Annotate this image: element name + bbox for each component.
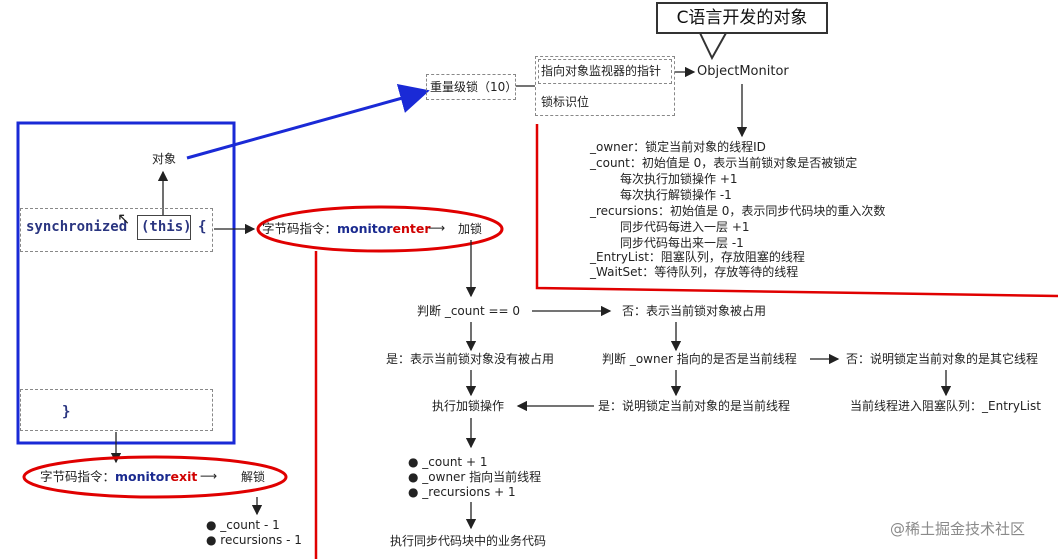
enter-instruction: 字节码指令：monitorenter (262, 222, 431, 236)
field-count-minus: 每次执行解锁操作 -1 (620, 188, 732, 202)
object-label: 对象 (152, 152, 177, 166)
exit-arrow: ⟶ (200, 469, 218, 483)
enter-arrow: ⟶ (428, 221, 446, 235)
object-frame (16, 121, 236, 445)
this-box (137, 215, 191, 240)
pointer-box (538, 59, 672, 84)
enter-action: 加锁 (458, 222, 483, 236)
heavy-lock-box (426, 74, 516, 100)
watermark: @稀土掘金技术社区 (890, 520, 1026, 538)
enter-prefix: 字节码指令： (262, 221, 338, 236)
field-count-plus: 每次执行加锁操作 +1 (620, 172, 738, 186)
yes-current-thread: 是：说明锁定当前对象的是当前线程 (598, 399, 791, 413)
lock-flag-label: 锁标识位 (541, 95, 590, 109)
enter-queue: 当前线程进入阻塞队列：_EntryList (850, 399, 1041, 413)
enter-ellipse (256, 205, 504, 253)
brace-open: { (198, 219, 207, 235)
enter-keyword: enter (392, 221, 431, 236)
field-recursions-minus: 同步代码每出来一层 -1 (620, 236, 744, 250)
monitor-red-frame (535, 124, 1059, 298)
field-recursions-plus: 同步代码每进入一层 +1 (620, 220, 750, 234)
lock-step-recursions: ● _recursions + 1 (408, 485, 516, 499)
exit-instruction: 字节码指令：monitorexit (40, 470, 197, 484)
cursor-icon: ↖ (117, 209, 131, 228)
run-business-code: 执行同步代码块中的业务代码 (390, 534, 547, 548)
no-other-thread: 否：说明锁定当前对象的是其它线程 (846, 352, 1039, 366)
check-owner: 判断 _owner 指向的是否是当前线程 (602, 352, 797, 366)
exit-monitor: monitor (115, 469, 171, 484)
exit-prefix: 字节码指令： (40, 469, 116, 484)
object-monitor-label: ObjectMonitor (697, 64, 789, 79)
lock-step-count: ● _count + 1 (408, 455, 488, 469)
arrow-object-to-lock (186, 83, 430, 160)
sync-keyword: synchronized (26, 219, 128, 235)
field-entrylist: _EntryList：阻塞队列，存放阻塞的线程 (590, 250, 805, 264)
brace-close: } (62, 404, 71, 420)
sync-line-box (20, 208, 213, 252)
heavy-lock-label: 重量级锁（10） (430, 80, 518, 94)
exit-ellipse (22, 455, 288, 499)
c-object-callout: C语言开发的对象 (656, 2, 828, 34)
check-count: 判断 _count == 0 (417, 304, 521, 318)
enter-monitor: monitor (337, 221, 393, 236)
callout-tail (699, 32, 727, 61)
exit-action: 解锁 (241, 470, 266, 484)
field-owner: _owner：锁定当前对象的线程ID (590, 140, 766, 154)
field-waitset: _WaitSet：等待队列，存放等待的线程 (590, 265, 799, 279)
do-lock: 执行加锁操作 (432, 399, 505, 413)
callout-title: C语言开发的对象 (676, 8, 808, 28)
mark-word-box (535, 56, 675, 116)
brace-close-box (20, 389, 213, 431)
pointer-label: 指向对象监视器的指针 (541, 64, 662, 78)
field-count: _count：初始值是 0，表示当前锁对象是否被锁定 (590, 156, 858, 170)
exit-keyword: exit (170, 469, 198, 484)
lock-step-owner: ● _owner 指向当前线程 (408, 470, 542, 484)
yes-free: 是：表示当前锁对象没有被占用 (386, 352, 555, 366)
no-occupied: 否：表示当前锁对象被占用 (622, 304, 767, 318)
exit-step-count: ● _count - 1 (206, 518, 280, 532)
exit-step-recursions: ● recursions - 1 (206, 533, 302, 547)
field-recursions: _recursions：初始值是 0，表示同步代码块的重入次数 (590, 204, 886, 218)
this-keyword: (this) (141, 219, 192, 235)
